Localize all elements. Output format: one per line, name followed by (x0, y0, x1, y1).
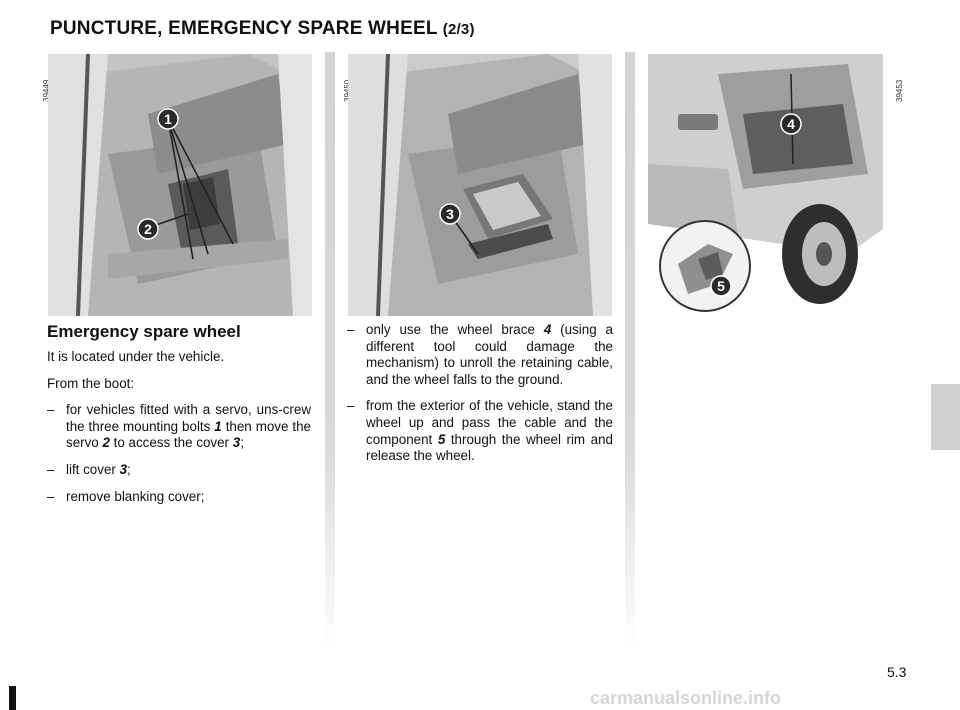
spare-wheel-illustration: 4 5 (648, 54, 883, 316)
figure-boot-servo: 1 2 (48, 54, 312, 316)
page-title: PUNCTURE, EMERGENCY SPARE WHEEL (2/3) (50, 18, 475, 39)
column-divider-left (325, 52, 335, 652)
svg-text:4: 4 (787, 116, 795, 132)
print-mark (9, 686, 16, 710)
callout-3: 3 (439, 203, 461, 225)
left-text-column: It is located under the vehicle. From th… (47, 349, 311, 515)
boot-servo-illustration: 1 2 (48, 54, 312, 316)
from-boot-text: From the boot: (47, 375, 135, 391)
right-text-column: – only use the wheel brace 4 (using a di… (347, 322, 613, 475)
callout-1: 1 (157, 108, 179, 130)
list-item: – only use the wheel brace 4 (using a di… (347, 322, 614, 387)
chapter-tab (931, 384, 960, 450)
callout-5: 5 (710, 275, 732, 297)
figure-boot-cover: 3 (348, 54, 612, 316)
svg-text:3: 3 (446, 206, 454, 222)
column-divider-right (625, 52, 635, 652)
page-number: 5.3 (887, 664, 907, 680)
callout-2: 2 (137, 218, 159, 240)
figure-number: 39453 (895, 79, 904, 102)
section-heading: Emergency spare wheel (47, 322, 241, 341)
callout-4: 4 (780, 113, 802, 135)
svg-text:2: 2 (144, 221, 152, 237)
svg-text:5: 5 (717, 278, 725, 294)
list-item: – lift cover 3; (47, 461, 131, 477)
figure-spare-wheel: 4 5 (648, 54, 883, 316)
boot-cover-illustration: 3 (348, 54, 612, 316)
list-item: – for vehicles fitted with a servo, uns-… (47, 402, 312, 451)
watermark: carmanualsonline.info (590, 688, 782, 708)
list-item: – remove blanking cover; (47, 488, 205, 504)
list-item: – from the exterior of the vehicle, stan… (347, 398, 613, 464)
intro-text: It is located under the vehicle. (47, 349, 225, 364)
svg-text:1: 1 (164, 111, 172, 127)
page-title-suffix: (2/3) (442, 21, 475, 38)
